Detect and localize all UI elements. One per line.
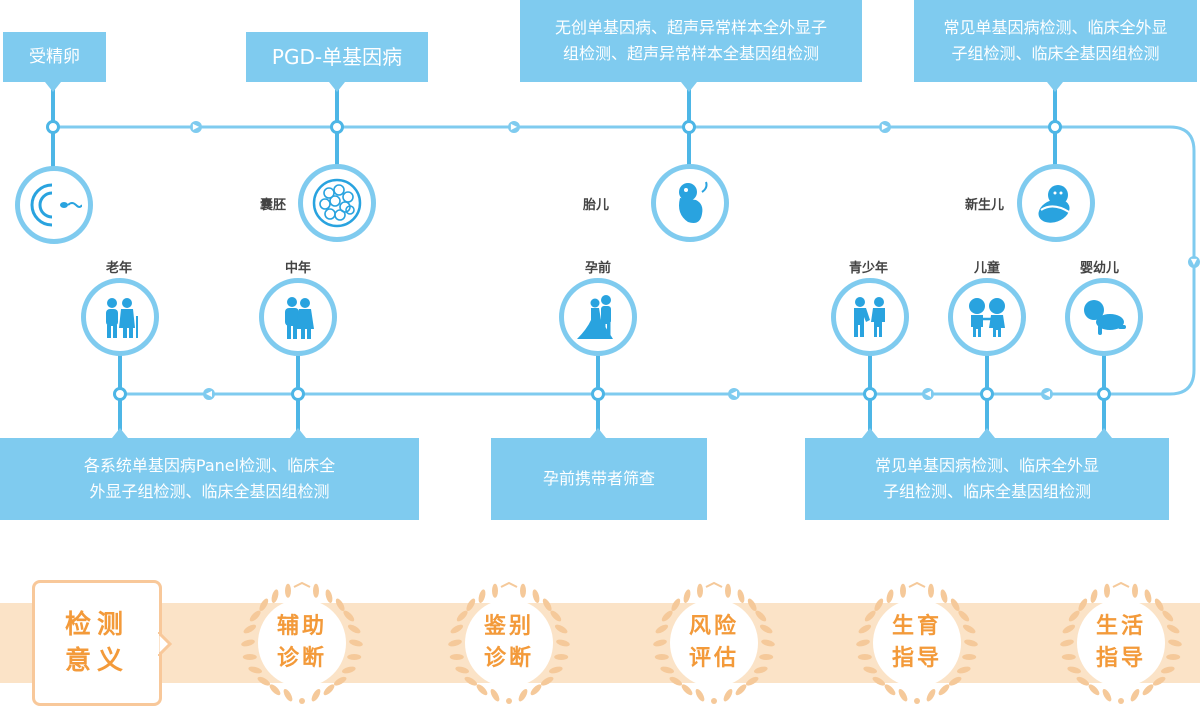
newborn-icon: [1038, 185, 1070, 223]
arrow-left-icon: ◀: [922, 388, 934, 400]
elder-test-line1: 各系统单基因病Panel检测、临床全: [83, 456, 336, 475]
badge-fertility-guidance: 生育 指导: [849, 575, 985, 711]
significance-title-box: 检测 意义: [32, 580, 162, 706]
adolescent-circle: [831, 278, 909, 356]
arrow-left-icon: ◀: [1041, 388, 1053, 400]
pgd-label: PGD-单基因病: [271, 45, 403, 69]
blastocyst-circle: [298, 164, 376, 242]
middle-age-couple-icon: [285, 297, 314, 339]
infant-icon: [1084, 300, 1126, 335]
laurel-wreath-icon: [241, 581, 363, 704]
stage-label-middle-age: 中年: [285, 261, 312, 276]
badge-fertility-guidance-line1: 生育: [891, 614, 942, 639]
timeline-node: [291, 387, 305, 401]
arrow-left-icon: ◀: [728, 388, 740, 400]
stage-label-blastocyst: 囊胚: [260, 198, 287, 213]
badge-aux-diagnosis-line1: 辅助: [276, 614, 327, 639]
elder-test-line2: 外显子组检测、临床全基因组检测: [89, 482, 330, 501]
laurel-wreath-icon: [856, 581, 978, 704]
child-test-line2: 子组检测、临床全基因组检测: [882, 482, 1091, 501]
adolescents-icon: [854, 297, 885, 337]
significance-band: [0, 603, 1200, 683]
badge-differential-diagnosis: 鉴别 诊断: [441, 575, 577, 711]
infant-circle: [1065, 278, 1143, 356]
preconception-box: 孕前携带者筛查: [491, 438, 707, 520]
laurel-wreath-icon: [448, 581, 570, 704]
laurel-wreath-icon: [1060, 581, 1182, 704]
stage-label-newborn: 新生儿: [965, 198, 1005, 213]
fetus-circle: [651, 164, 729, 242]
child-test-line1: 常见单基因病检测、临床全外显: [874, 456, 1099, 475]
fetus-icon: [679, 181, 708, 223]
arrow-right-icon: ▶: [508, 121, 520, 133]
arrow-right-icon: ▶: [190, 121, 202, 133]
badge-aux-diagnosis-line2: 诊断: [276, 646, 327, 671]
badge-fertility-guidance-line2: 指导: [891, 646, 942, 671]
timeline-node: [46, 120, 60, 134]
fetus-test-line1: 无创单基因病、超声异常样本全外显子: [554, 18, 827, 37]
badge-aux-diagnosis: 辅助 诊断: [234, 575, 370, 711]
badge-risk-assessment-line2: 评估: [688, 646, 739, 671]
newborn-circle: [1017, 164, 1095, 242]
badge-life-guidance-line1: 生活: [1095, 614, 1146, 639]
childhood-circle: [948, 278, 1026, 356]
arrow-down-icon: ▼: [1188, 256, 1200, 268]
arrow-left-icon: ◀: [203, 388, 215, 400]
sperm-egg-icon: [30, 183, 82, 227]
badge-risk-assessment-line1: 风险: [688, 614, 739, 639]
badge-differential-diagnosis-line1: 鉴别: [483, 614, 534, 639]
laurel-wreath-icon: [653, 581, 775, 704]
timeline-node: [113, 387, 127, 401]
newborn-test-box: 常见单基因病检测、临床全外显 子组检测、临床全基因组检测: [914, 0, 1197, 82]
elderly-couple-icon: [106, 298, 138, 338]
stage-label-adolescent: 青少年: [849, 261, 889, 276]
child-test-box: 常见单基因病检测、临床全外显 子组检测、临床全基因组检测: [805, 438, 1169, 520]
elderly-circle: [81, 278, 159, 356]
badge-life-guidance: 生活 指导: [1053, 575, 1189, 711]
timeline-node: [591, 387, 605, 401]
newborn-test-line1: 常见单基因病检测、临床全外显: [943, 18, 1168, 37]
elder-test-box: 各系统单基因病Panel检测、临床全 外显子组检测、临床全基因组检测: [0, 438, 419, 520]
middle-age-circle: [259, 278, 337, 356]
badge-differential-diagnosis-line2: 诊断: [483, 646, 534, 671]
fetus-test-line2: 组检测、超声异常样本全基因组检测: [562, 44, 819, 63]
fetus-test-box: 无创单基因病、超声异常样本全外显子 组检测、超声异常样本全基因组检测: [520, 0, 862, 82]
wedding-couple-icon: [577, 295, 613, 339]
stage-label-elderly: 老年: [106, 261, 133, 276]
blastocyst-icon: [312, 178, 362, 228]
timeline-node: [863, 387, 877, 401]
newborn-test-line2: 子组检测、临床全基因组检测: [951, 44, 1160, 63]
timeline-node: [1097, 387, 1111, 401]
preconception-test-label: 孕前携带者筛查: [542, 469, 655, 488]
timeline-node: [980, 387, 994, 401]
arrow-right-icon: ▶: [879, 121, 891, 133]
timeline-node: [1048, 120, 1062, 134]
title-box-pointer: [158, 632, 172, 656]
stage-label-preconception: 孕前: [585, 261, 612, 276]
children-icon: [969, 298, 1005, 337]
timeline-node: [330, 120, 344, 134]
pgd-box: PGD-单基因病: [246, 32, 428, 82]
sperm-egg-circle: [15, 166, 93, 244]
preconception-circle: [559, 278, 637, 356]
fertilized-egg-box: 受精卵: [3, 32, 106, 82]
badge-risk-assessment: 风险 评估: [646, 575, 782, 711]
timeline-node: [682, 120, 696, 134]
stage-label-childhood: 儿童: [974, 261, 1001, 276]
badge-life-guidance-line2: 指导: [1095, 646, 1146, 671]
significance-title-line2: 意义: [64, 646, 129, 676]
stage-label-fetus: 胎儿: [583, 198, 610, 213]
stage-label-infant: 婴幼儿: [1080, 261, 1120, 276]
significance-title-line1: 检测: [64, 610, 129, 640]
fertilized-egg-label: 受精卵: [29, 47, 80, 67]
